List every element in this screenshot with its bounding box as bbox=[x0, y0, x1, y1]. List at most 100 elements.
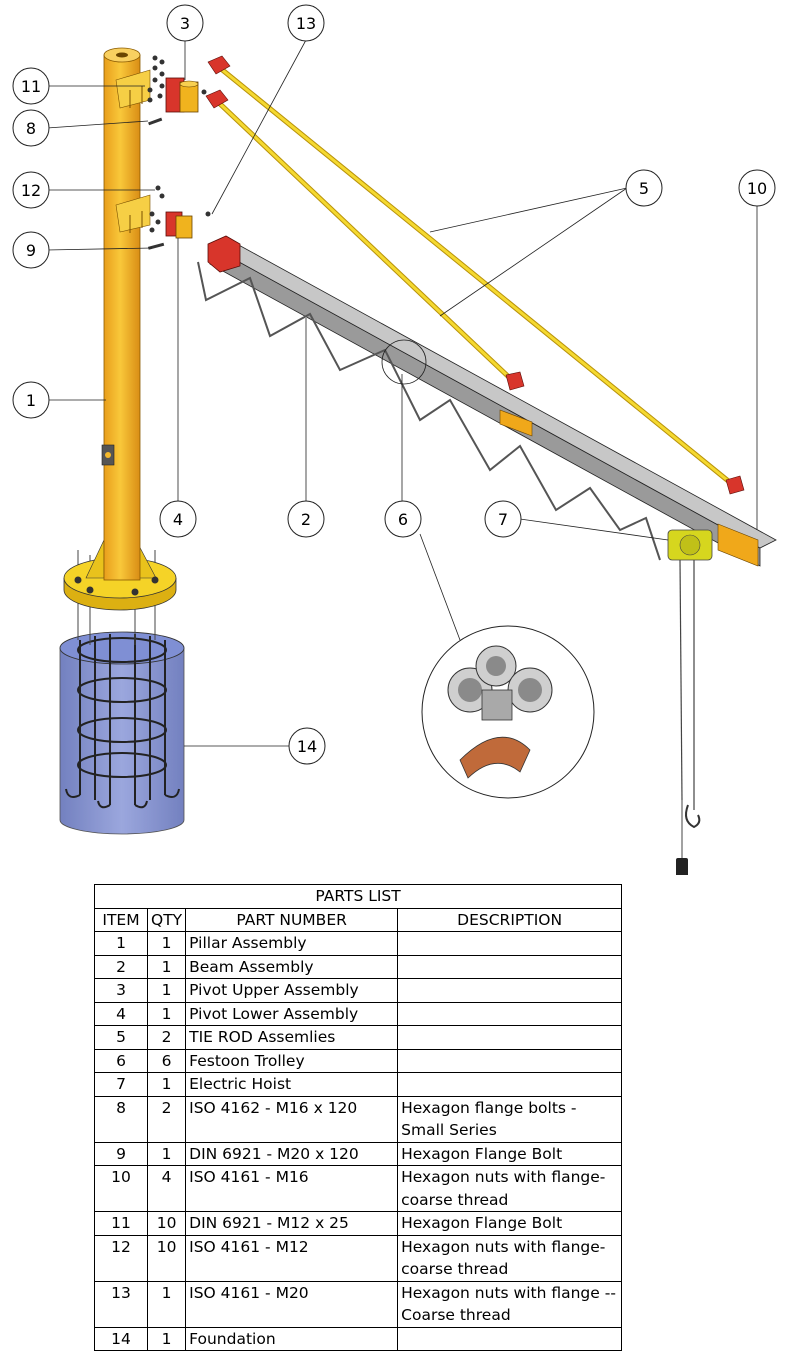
callout-14: 14 bbox=[288, 727, 326, 765]
item-cell: 5 bbox=[94, 1025, 148, 1050]
description-cell: Hexagon Flange Bolt bbox=[397, 1211, 623, 1236]
description-cell: Hexagon Flange Bolt bbox=[397, 1141, 623, 1166]
svg-text:7: 7 bbox=[498, 510, 508, 529]
qty-cell: 4 bbox=[146, 1165, 187, 1212]
svg-text:6: 6 bbox=[398, 510, 408, 529]
svg-text:8: 8 bbox=[26, 119, 36, 138]
item-cell: 7 bbox=[94, 1072, 148, 1097]
item-cell: 10 bbox=[94, 1165, 148, 1212]
header-qty: QTY bbox=[146, 907, 187, 932]
callout-8: 8 bbox=[12, 109, 50, 147]
part-number-cell: DIN 6921 - M20 x 120 bbox=[185, 1141, 399, 1166]
header-item: ITEM bbox=[94, 907, 148, 932]
item-cell: 6 bbox=[94, 1048, 148, 1073]
svg-text:4: 4 bbox=[173, 510, 183, 529]
callout-9: 9 bbox=[12, 231, 50, 269]
description-cell: Hexagon nuts with flange-coarse thread bbox=[397, 1165, 623, 1212]
qty-cell: 1 bbox=[146, 1001, 187, 1026]
svg-text:3: 3 bbox=[180, 14, 190, 33]
festoon-cable bbox=[197, 261, 661, 561]
item-cell: 11 bbox=[94, 1211, 148, 1236]
qty-cell: 2 bbox=[146, 1095, 187, 1143]
svg-text:13: 13 bbox=[296, 14, 316, 33]
description-cell bbox=[397, 954, 623, 979]
qty-cell: 6 bbox=[146, 1048, 187, 1073]
svg-text:12: 12 bbox=[21, 181, 41, 200]
lower-pillar-bracket bbox=[115, 194, 151, 233]
part-number-cell: ISO 4161 - M16 bbox=[185, 1165, 399, 1212]
qty-cell: 1 bbox=[146, 1141, 187, 1166]
item-cell: 3 bbox=[94, 978, 148, 1003]
item-cell: 2 bbox=[94, 954, 148, 979]
jib-crane-exploded-view: 1 2 3 4 5 6 7 8 9 10 11 12 13 14 bbox=[12, 4, 777, 875]
item-cell: 4 bbox=[94, 1001, 148, 1026]
svg-text:14: 14 bbox=[297, 737, 317, 756]
description-cell: Hexagon nuts with flange -- Coarse threa… bbox=[397, 1280, 623, 1328]
callout-5: 5 bbox=[625, 169, 663, 207]
qty-cell: 2 bbox=[146, 1025, 187, 1050]
svg-text:1: 1 bbox=[26, 391, 36, 410]
item-cell: 1 bbox=[94, 931, 148, 956]
parts-list-table: PARTS LIST ITEM QTY PART NUMBER DESCRIPT… bbox=[93, 884, 623, 1351]
beam bbox=[207, 235, 777, 567]
parts-list-title: PARTS LIST bbox=[93, 884, 623, 909]
callout-2: 2 bbox=[287, 500, 325, 538]
qty-cell: 1 bbox=[146, 1280, 187, 1328]
item-cell: 12 bbox=[94, 1234, 148, 1282]
callout-7: 7 bbox=[484, 500, 522, 538]
pillar bbox=[101, 47, 141, 581]
electric-hoist bbox=[667, 529, 713, 875]
callout-1: 1 bbox=[12, 381, 50, 419]
part-number-cell: Pivot Lower Assembly bbox=[185, 1001, 399, 1026]
callout-6: 6 bbox=[384, 500, 422, 538]
callout-12: 12 bbox=[12, 171, 50, 209]
foundation bbox=[59, 631, 185, 835]
header-part-number: PART NUMBER bbox=[185, 907, 399, 932]
festoon-trolley-detail bbox=[381, 339, 595, 799]
svg-text:10: 10 bbox=[747, 179, 767, 198]
part-number-cell: DIN 6921 - M12 x 25 bbox=[185, 1211, 399, 1236]
callout-3: 3 bbox=[166, 4, 204, 42]
part-number-cell: Festoon Trolley bbox=[185, 1048, 399, 1073]
qty-cell: 1 bbox=[146, 1072, 187, 1097]
pivot-lower bbox=[165, 211, 193, 239]
qty-cell: 10 bbox=[146, 1211, 187, 1236]
part-number-cell: TIE ROD Assemlies bbox=[185, 1025, 399, 1050]
description-cell: Hexagon nuts with flange-coarse thread bbox=[397, 1234, 623, 1282]
svg-text:5: 5 bbox=[639, 179, 649, 198]
qty-cell: 1 bbox=[146, 954, 187, 979]
svg-text:2: 2 bbox=[301, 510, 311, 529]
part-number-cell: Beam Assembly bbox=[185, 954, 399, 979]
qty-cell: 1 bbox=[146, 978, 187, 1003]
description-cell bbox=[397, 931, 623, 956]
rebar-cage bbox=[65, 634, 180, 809]
callout-4: 4 bbox=[159, 500, 197, 538]
callout-11: 11 bbox=[12, 67, 50, 105]
pivot-upper bbox=[165, 77, 215, 113]
description-cell bbox=[397, 1072, 623, 1097]
part-number-cell: ISO 4161 - M12 bbox=[185, 1234, 399, 1282]
description-cell bbox=[397, 1048, 623, 1073]
item-cell: 8 bbox=[94, 1095, 148, 1143]
item-cell: 9 bbox=[94, 1141, 148, 1166]
svg-text:9: 9 bbox=[26, 241, 36, 260]
fasteners bbox=[147, 55, 211, 250]
part-number-cell: Pillar Assembly bbox=[185, 931, 399, 956]
part-number-cell: ISO 4162 - M16 x 120 bbox=[185, 1095, 399, 1143]
part-number-cell: Pivot Upper Assembly bbox=[185, 978, 399, 1003]
header-description: DESCRIPTION bbox=[397, 907, 623, 932]
callout-10: 10 bbox=[738, 169, 776, 207]
